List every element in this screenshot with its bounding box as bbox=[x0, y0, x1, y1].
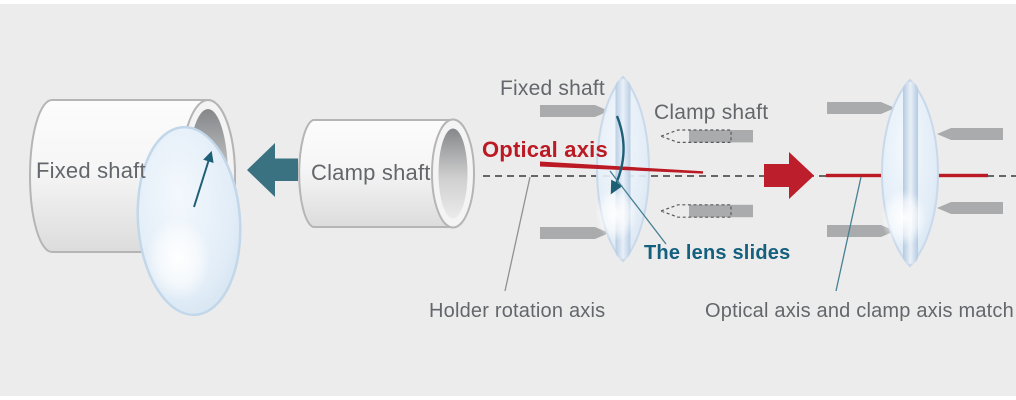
clamp-shaft-pin-top bbox=[937, 128, 1003, 140]
lens-sheen bbox=[595, 187, 637, 241]
right-block-arrow-icon bbox=[764, 152, 814, 199]
lens-sheen bbox=[881, 190, 927, 246]
fixed-shaft-pin-top bbox=[827, 102, 895, 114]
clamp-shaft-cylinder-label: Clamp shaft bbox=[311, 160, 431, 185]
left-lens bbox=[136, 125, 242, 317]
left-block-arrow-icon bbox=[247, 143, 298, 197]
lens-slide-arrow-icon bbox=[610, 115, 625, 195]
caption-leader-line bbox=[835, 176, 862, 292]
center-clamp-shaft-label: Clamp shaft bbox=[654, 101, 769, 124]
alignment-caption: Optical axis and clamp axis match bbox=[705, 300, 1014, 322]
cylinder-bore bbox=[438, 128, 468, 219]
fixed-shaft-cylinder-label: Fixed shaft bbox=[36, 158, 146, 183]
lens-tilt-arrow-icon bbox=[193, 150, 214, 208]
optical-axis-label: Optical axis bbox=[482, 137, 608, 162]
center-fixed-shaft-label: Fixed shaft bbox=[500, 77, 605, 100]
clamp-shaft-pin-bottom bbox=[937, 202, 1003, 214]
right-lens bbox=[880, 78, 940, 268]
clamp-shaft-ghost-bottom bbox=[659, 204, 753, 218]
fixed-shaft-pin-top bbox=[540, 105, 609, 117]
lens-sheen bbox=[146, 216, 211, 301]
fixed-shaft-pin-bottom bbox=[540, 227, 609, 239]
clamp-shaft-cylinder bbox=[298, 118, 475, 229]
lens-slides-label: The lens slides bbox=[644, 242, 791, 264]
lens-slides-leader-line bbox=[609, 170, 667, 245]
holder-rotation-axis-label: Holder rotation axis bbox=[429, 300, 606, 322]
clamp-shaft-ghost-top bbox=[659, 129, 753, 143]
fixed-shaft-pin-bottom bbox=[827, 225, 895, 237]
holder-axis-leader-line bbox=[504, 176, 531, 292]
